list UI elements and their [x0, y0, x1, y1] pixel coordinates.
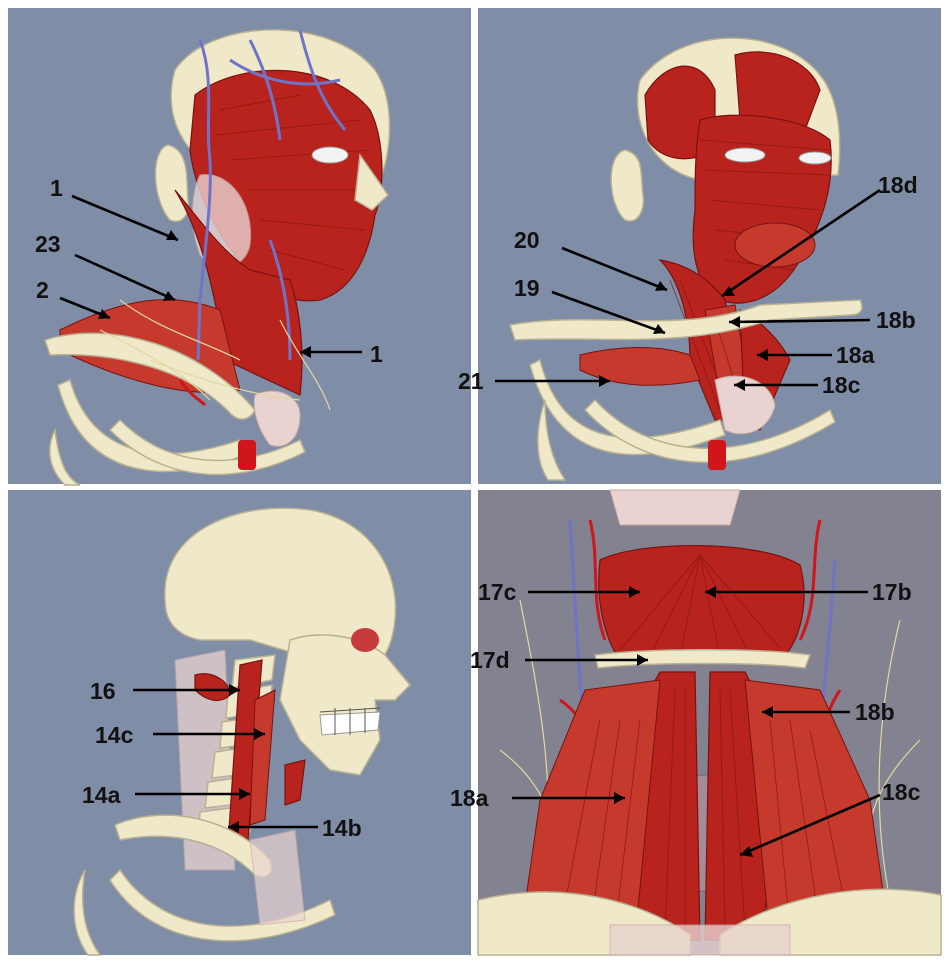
- label-23: 23: [35, 231, 61, 257]
- label-14c: 14c: [95, 722, 134, 748]
- label-18b: 18b: [876, 307, 916, 333]
- label-18d: 18d: [878, 172, 918, 198]
- panel-top-left: 1 23 2 1: [8, 8, 471, 485]
- label-20: 20: [514, 227, 540, 253]
- label-17d: 17d: [470, 647, 510, 673]
- label-18a: 18a: [450, 785, 489, 811]
- panel-top-right: 18d 20 19 18b 18a 21 18c: [458, 8, 941, 484]
- label-18b: 18b: [855, 699, 895, 725]
- label-18c: 18c: [822, 372, 861, 398]
- label-16: 16: [90, 678, 116, 704]
- panel-bottom-right: 17c 17b 17d 18b 18a 18c: [450, 490, 941, 955]
- label-17c: 17c: [478, 579, 517, 605]
- label-19: 19: [514, 275, 540, 301]
- label-17b: 17b: [872, 579, 912, 605]
- label-1-lower: 1: [370, 341, 383, 367]
- panel-bottom-left: 16 14c 14a 14b: [8, 490, 471, 955]
- label-21: 21: [458, 368, 484, 394]
- label-1-upper: 1: [50, 175, 63, 201]
- label-18a: 18a: [836, 342, 875, 368]
- label-14a: 14a: [82, 782, 121, 808]
- label-18c: 18c: [882, 779, 921, 805]
- label-2: 2: [36, 277, 49, 303]
- label-14b: 14b: [322, 815, 362, 841]
